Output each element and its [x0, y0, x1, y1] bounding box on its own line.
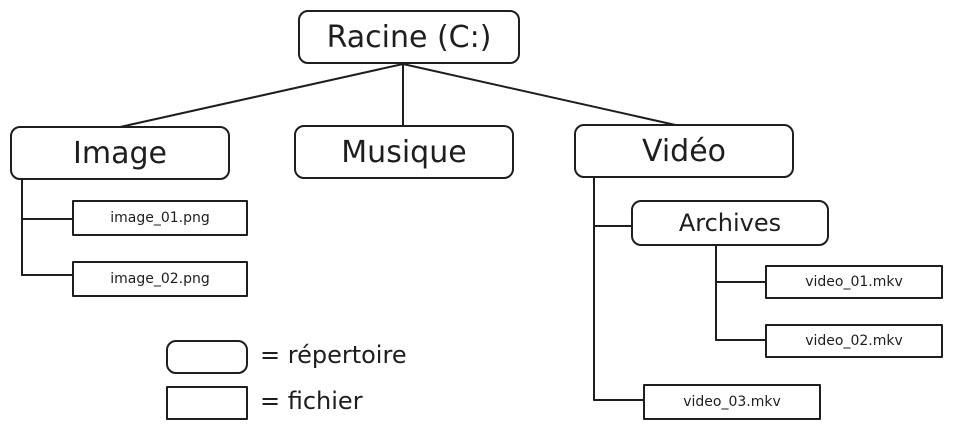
directory-musique: Musique [294, 125, 514, 179]
file-video-02-label: video_02.mkv [805, 333, 903, 349]
directory-image-label: Image [73, 135, 167, 171]
file-video-03-label: video_03.mkv [683, 394, 781, 410]
root-directory: Racine (C:) [298, 10, 520, 64]
legend-file-label: = fichier [260, 387, 363, 415]
directory-video: Vidéo [574, 124, 794, 178]
file-video-01-label: video_01.mkv [805, 274, 903, 290]
connector-root-video [402, 63, 681, 127]
file-image-02: image_02.png [72, 261, 248, 297]
directory-archives-label: Archives [678, 209, 782, 237]
directory-musique-label: Musique [341, 134, 467, 170]
connector-root-image [119, 63, 404, 128]
directory-video-label: Vidéo [641, 133, 727, 169]
file-video-03: video_03.mkv [643, 384, 821, 420]
directory-archives: Archives [631, 200, 829, 246]
directory-image: Image [10, 126, 230, 180]
legend-file-swatch [166, 386, 248, 420]
legend-directory-swatch [166, 340, 248, 374]
file-video-02: video_02.mkv [765, 324, 943, 358]
file-video-01: video_01.mkv [765, 265, 943, 299]
file-image-02-label: image_02.png [110, 271, 210, 287]
file-image-01: image_01.png [72, 200, 248, 236]
root-directory-label: Racine (C:) [326, 19, 492, 55]
file-image-01-label: image_01.png [110, 210, 210, 226]
legend-directory-label: = répertoire [260, 341, 407, 369]
